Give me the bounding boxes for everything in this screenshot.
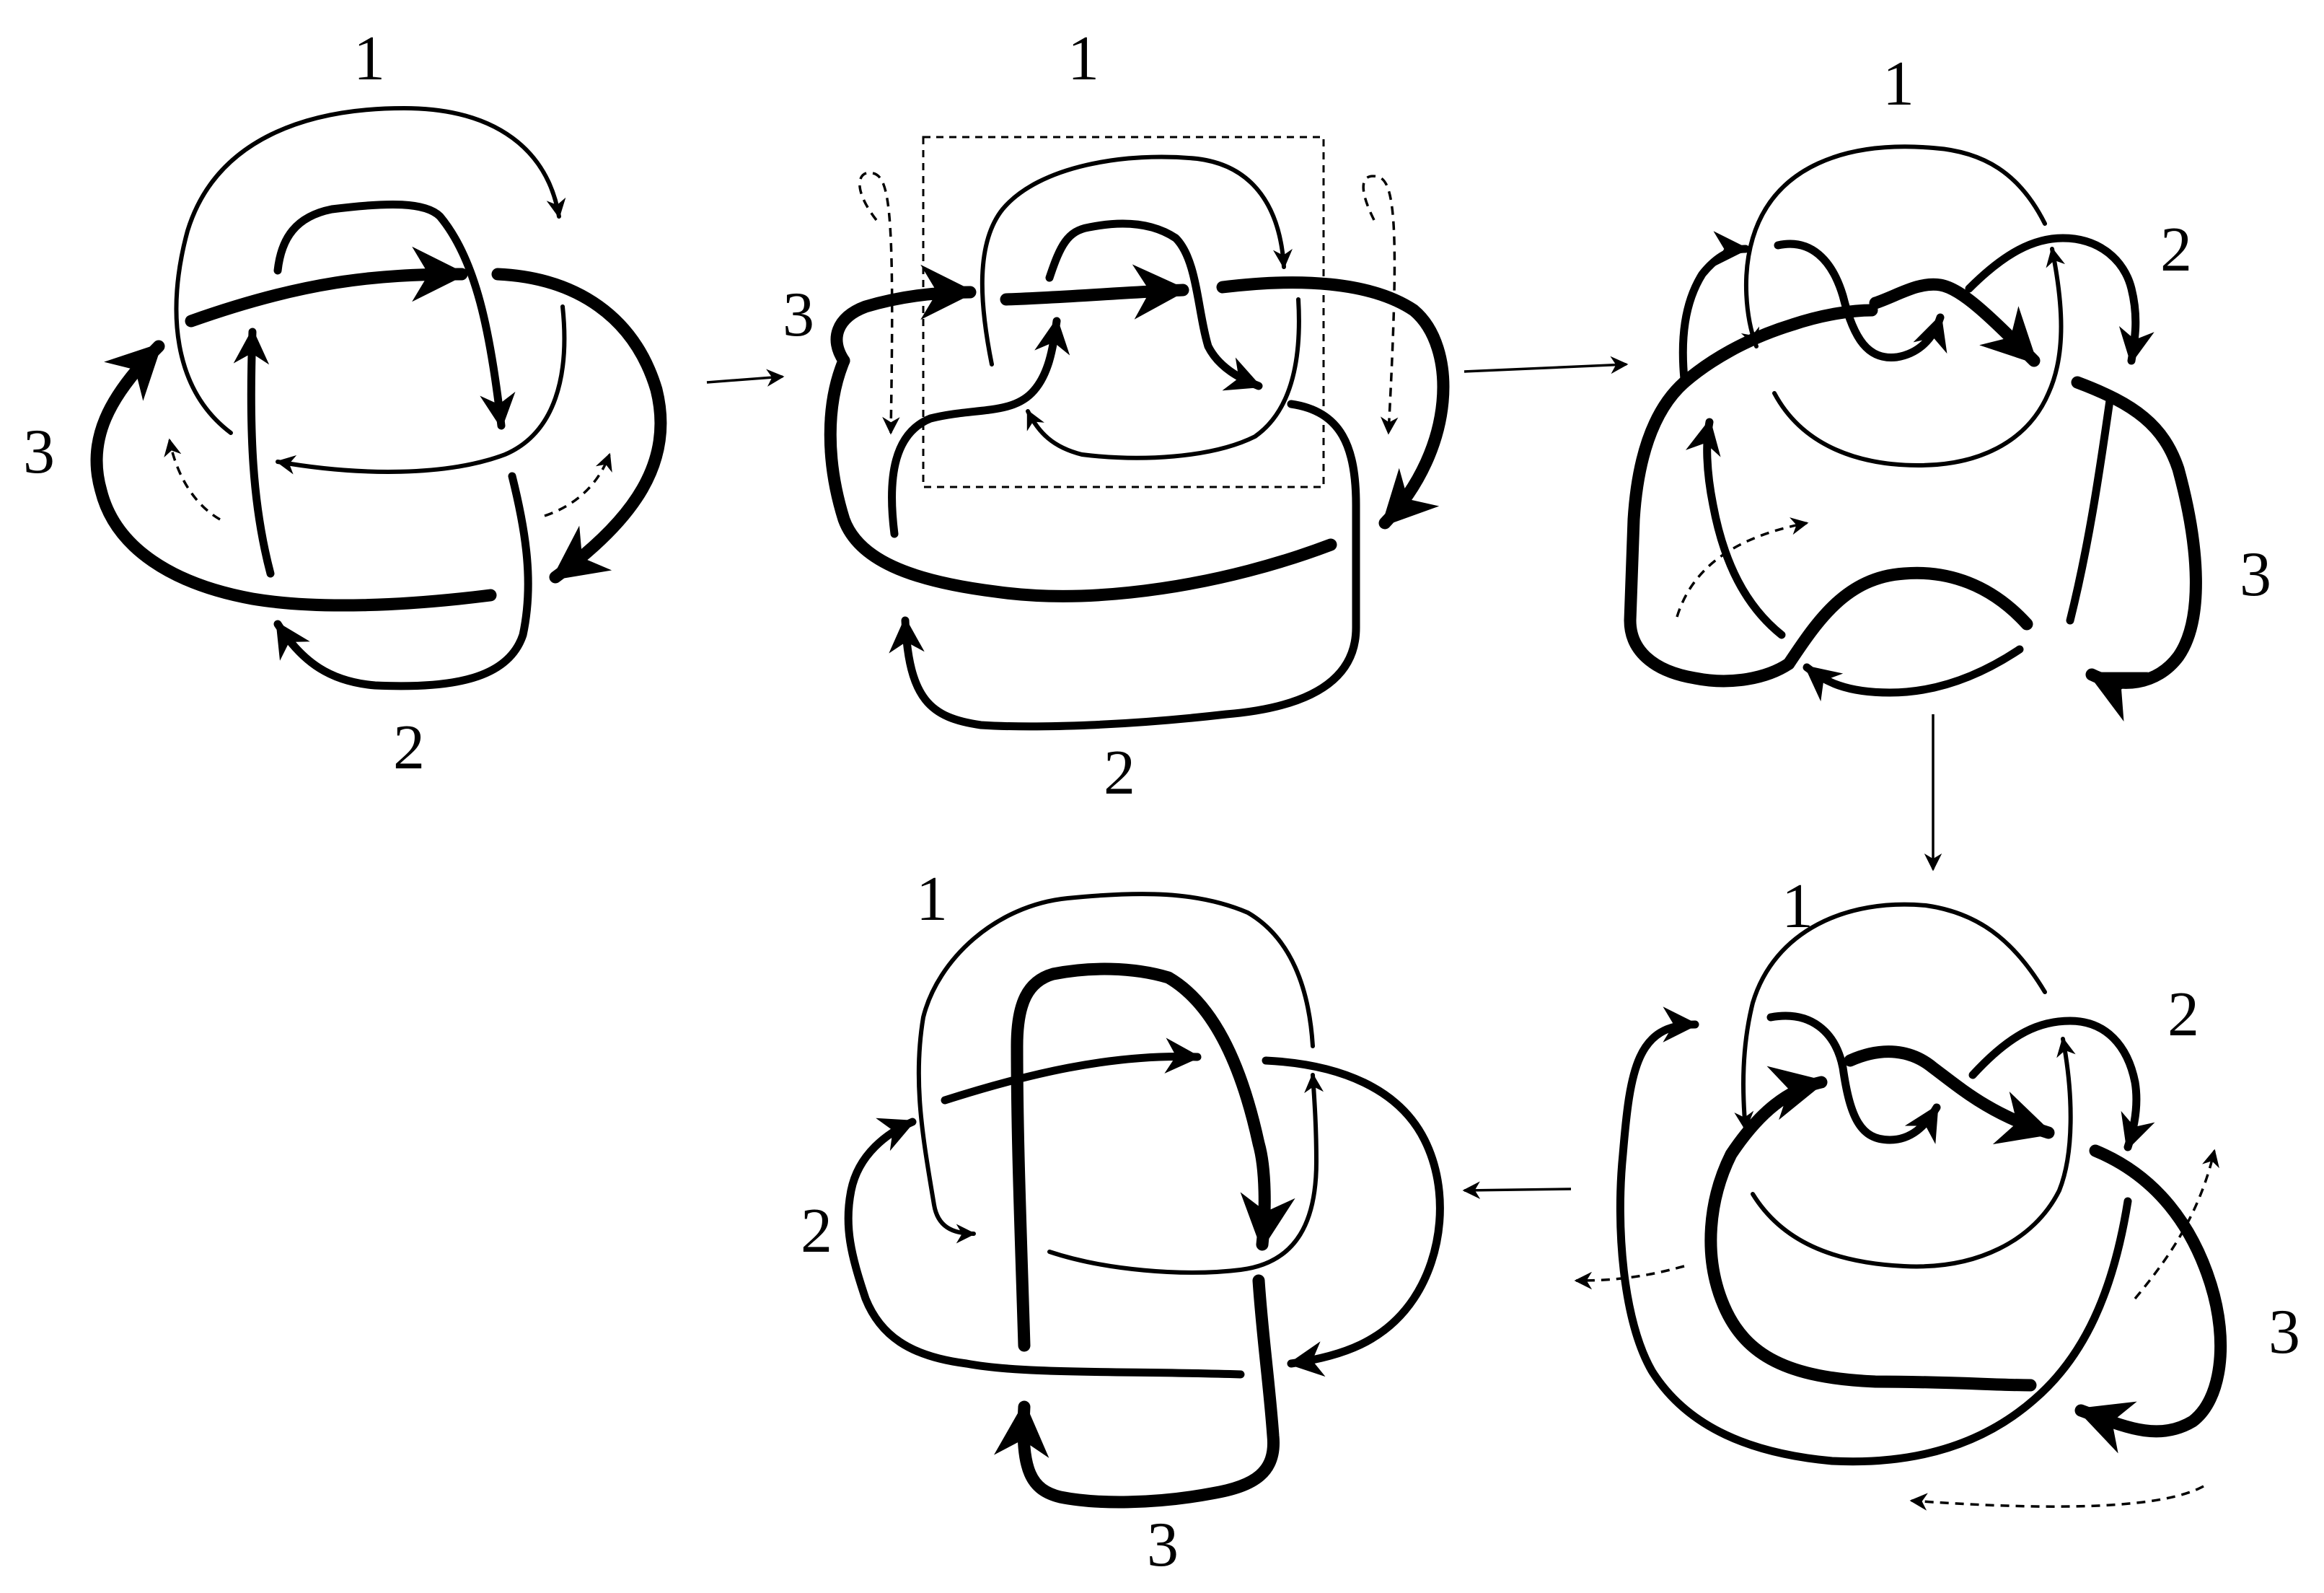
strand-2 (1803, 645, 2024, 702)
panel-2: 1 2 3 (783, 24, 1450, 808)
label-2: 2 (2160, 215, 2192, 285)
strand-2 (844, 1118, 1245, 1379)
strand-3 (2071, 376, 2202, 721)
strand-3 (1844, 1045, 2055, 1144)
transition-arrow (1463, 356, 1629, 374)
strand-3 (185, 246, 468, 328)
label-1: 1 (916, 864, 948, 934)
strand-2 (1045, 219, 1263, 391)
label-1: 1 (1883, 49, 1914, 119)
label-2: 2 (801, 1196, 832, 1266)
label-1: 1 (1782, 872, 1813, 942)
move-arrow (2134, 1149, 2219, 1300)
strand-1 (174, 106, 566, 435)
label-3: 3 (2268, 1297, 2300, 1367)
strand-3 (1011, 962, 1295, 1352)
strand-3 (2074, 1144, 2227, 1454)
strand-2 (233, 328, 275, 578)
strand-3 (1678, 231, 1750, 383)
label-2: 2 (2167, 980, 2199, 1050)
move-arrow (1909, 1485, 2204, 1511)
strand-1 (1026, 297, 1301, 460)
strand-3 (1782, 566, 2033, 670)
strand-3 (491, 268, 667, 584)
strand-1 (1751, 1037, 2076, 1269)
label-1: 1 (353, 24, 385, 94)
label-3: 3 (2240, 540, 2271, 610)
strand-1 (916, 892, 1315, 1244)
transition-arrow (1462, 1181, 1572, 1199)
panel-1: 1 2 3 (23, 24, 667, 783)
strand-2 (1262, 1056, 1444, 1377)
strand-3 (1000, 264, 1189, 320)
transition-arrow (706, 369, 785, 387)
strand-2 (2066, 396, 2114, 625)
panel-5: 1 2 3 (801, 864, 1444, 1580)
strand-3 (830, 264, 977, 367)
strand-2 (1968, 1017, 2155, 1151)
strand-1 (1740, 144, 2047, 348)
strand-3 (824, 354, 1337, 602)
strand-1 (1772, 247, 2066, 468)
strand-2 (888, 317, 1070, 538)
strand-3 (1216, 276, 1450, 530)
move-arrow (858, 171, 900, 435)
strand-3 (1869, 278, 2041, 367)
strand-3 (1678, 304, 1878, 389)
strand-2 (1774, 240, 1947, 362)
label-1: 1 (1068, 24, 1099, 94)
label-3: 3 (23, 417, 55, 487)
strand-2 (1965, 234, 2154, 365)
strand-3 (994, 1274, 1280, 1509)
label-2: 2 (1104, 738, 1135, 808)
move-arrow (1676, 517, 1809, 618)
strand-1 (1734, 902, 2047, 1131)
strand-1 (980, 154, 1293, 367)
strand-3 (90, 340, 497, 612)
label-2: 2 (393, 713, 425, 783)
move-arrow (1574, 1265, 1685, 1290)
label-3: 3 (783, 280, 814, 350)
strand-1 (1047, 1073, 1324, 1275)
panel-4: 1 2 3 (1574, 872, 2300, 1511)
strand-2 (1766, 1011, 1941, 1144)
move-arrow (544, 452, 612, 517)
strand-3 (1624, 376, 1795, 688)
move-arrow (1362, 175, 1399, 435)
strand-2 (1686, 418, 1786, 639)
panel-3: 1 2 3 (1624, 49, 2271, 721)
strand-2 (273, 472, 532, 690)
label-3: 3 (1147, 1510, 1179, 1580)
strand-2 (1616, 1006, 2132, 1466)
move-arrow (164, 438, 221, 521)
strand-1 (276, 304, 567, 475)
strand-2 (273, 200, 516, 430)
strand-2 (889, 400, 1360, 731)
strand-2 (941, 1037, 1202, 1105)
strand-3 (1704, 1066, 2037, 1392)
